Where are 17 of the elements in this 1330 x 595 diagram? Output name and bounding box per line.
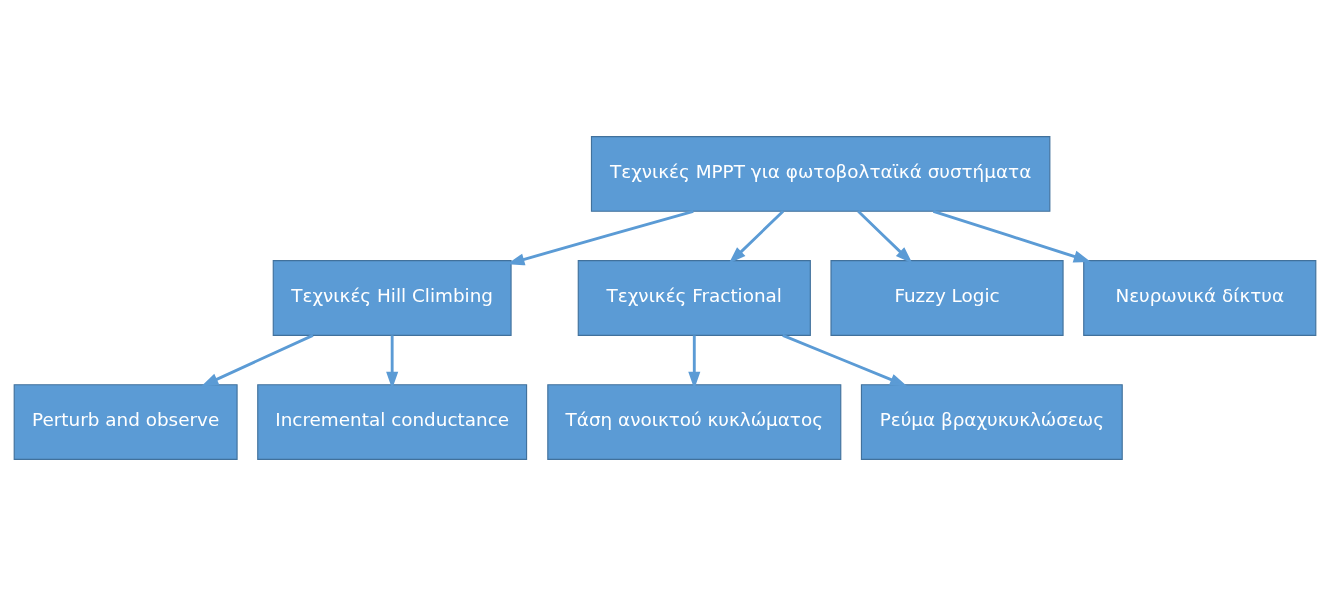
node-box: Τεχνικές MPPT για φωτοβολταϊκά συστήματα [590,135,1051,212]
arrow [688,334,701,389]
node-box: Fuzzy Logic [830,259,1064,336]
node-box: Ρεύμα βραχυκυκλώσεως [860,383,1123,460]
node-box: Perturb and observe [13,383,238,460]
arrow [386,334,399,389]
node-box: Τάση ανοικτού κυκλώματος [547,383,842,460]
node-box: Incremental conductance [257,383,528,460]
node-box: Τεχνικές Hill Climbing [272,259,512,336]
arrow [857,209,913,264]
node-box: Τεχνικές Fractional [577,259,811,336]
arrow [932,209,1091,262]
node-box: Νευρωνικά δίκτυα [1083,259,1317,336]
arrow [728,209,785,264]
arrow [201,333,314,386]
arrow [782,333,908,386]
arrow [507,209,694,265]
